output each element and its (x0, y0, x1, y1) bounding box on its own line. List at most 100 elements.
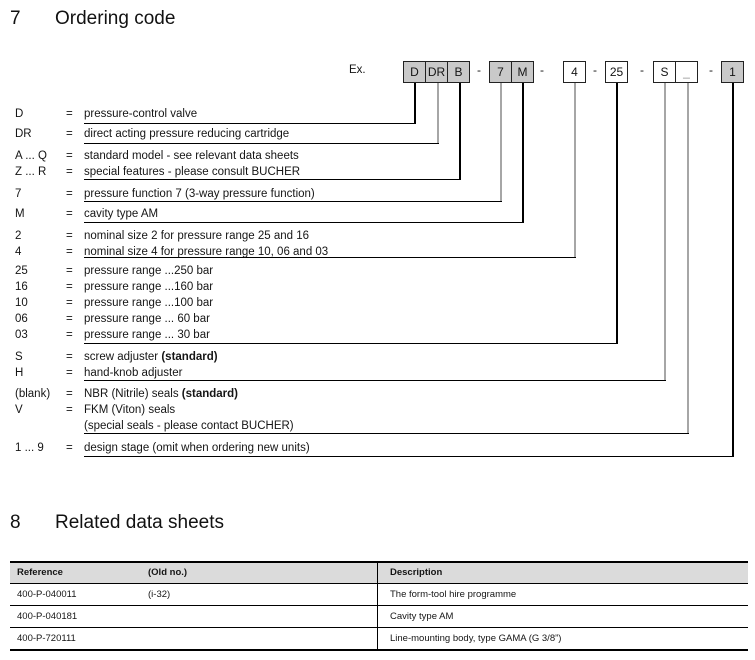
code-description: pressure range ...250 bar (84, 265, 214, 277)
code-box-label: D (410, 65, 419, 79)
code-box: 4 (563, 61, 586, 83)
code-box-label: M (517, 65, 528, 79)
code-box-label: _ (683, 65, 690, 79)
code-label: 4 (15, 246, 22, 258)
connector-vertical-line (414, 83, 416, 124)
code-label: H (15, 367, 24, 379)
code-separator: - (540, 63, 544, 77)
code-label: A ... Q (15, 150, 47, 162)
connector-vertical-line (574, 83, 576, 258)
code-box-label: 1 (729, 65, 736, 79)
code-box: S (653, 61, 676, 83)
code-separator: - (640, 63, 644, 77)
code-box-group: 1 (721, 61, 744, 83)
code-box-label: 4 (571, 65, 578, 79)
connector-vertical-line (500, 83, 502, 202)
code-label: D (15, 108, 24, 120)
equals-sign: = (66, 388, 73, 400)
equals-sign: = (66, 166, 73, 178)
connector-underline (84, 380, 666, 381)
table-row: 400-P-040181 Cavity type AM (10, 605, 748, 627)
code-label: Z ... R (15, 166, 47, 178)
code-label: DR (15, 128, 32, 140)
code-box: D (403, 61, 426, 83)
code-box-label: B (454, 65, 463, 79)
header-cell-description: Description (377, 563, 748, 583)
code-description: design stage (omit when ordering new uni… (84, 442, 310, 454)
equals-sign: = (66, 128, 73, 140)
code-label: 2 (15, 230, 22, 242)
connector-vertical-line (616, 83, 618, 344)
equals-sign: = (66, 108, 73, 120)
section-title: Ordering code (55, 8, 176, 29)
code-box-group: D DR B (403, 61, 470, 83)
connector-underline (84, 123, 416, 124)
code-separator: - (709, 63, 713, 77)
code-label: 16 (15, 281, 28, 293)
code-box: 25 (605, 61, 628, 83)
code-description: pressure range ... 30 bar (84, 329, 210, 341)
code-description: direct acting pressure reducing cartridg… (84, 128, 290, 140)
connector-underline (84, 456, 734, 457)
code-label: 25 (15, 265, 28, 277)
code-description: pressure range ...100 bar (84, 297, 214, 309)
code-label: 7 (15, 188, 22, 200)
connector-vertical-line (732, 83, 734, 457)
code-box-label: 7 (497, 65, 504, 79)
code-box-group: 4 (563, 61, 586, 83)
connector-underline (84, 343, 618, 344)
equals-sign: = (66, 188, 73, 200)
code-description: standard model - see relevant data sheet… (84, 150, 299, 162)
connector-vertical-line (687, 83, 689, 434)
code-description: pressure range ...160 bar (84, 281, 214, 293)
cell-description: Line-mounting body, type GAMA (G 3/8”) (377, 628, 748, 649)
code-box: DR (425, 61, 448, 83)
connector-vertical-line (522, 83, 524, 223)
code-description: pressure range ... 60 bar (84, 313, 210, 325)
equals-sign: = (66, 404, 73, 416)
code-box: M (511, 61, 534, 83)
code-separator: - (593, 63, 597, 77)
section-title: Related data sheets (55, 512, 225, 533)
cell-reference: 400-P-040011 (17, 589, 77, 600)
cell-old-no (148, 606, 377, 627)
code-description: NBR (Nitrile) seals (standard) (84, 388, 238, 400)
connector-underline (84, 143, 439, 144)
cell-description: Cavity type AM (377, 606, 748, 627)
code-box-label: S (660, 65, 669, 79)
connector-underline (84, 222, 524, 223)
code-box-label: DR (427, 65, 446, 79)
code-box: _ (675, 61, 698, 83)
equals-sign: = (66, 367, 73, 379)
code-label: 03 (15, 329, 28, 341)
cell-reference: 400-P-040181 (17, 611, 78, 622)
code-label: 06 (15, 313, 28, 325)
code-description: pressure function 7 (3-way pressure func… (84, 188, 315, 200)
code-box-label: 25 (609, 65, 624, 79)
cell-old-no: (i-32) (148, 589, 171, 600)
code-label: S (15, 351, 23, 363)
equals-sign: = (66, 313, 73, 325)
header-cell-old-no: (Old no.) (148, 567, 188, 578)
code-description: special features - please consult BUCHER (84, 166, 301, 178)
connector-vertical-line (437, 83, 439, 144)
table-row: 400-P-040011(i-32)The form-tool hire pro… (10, 583, 748, 605)
code-label: (blank) (15, 388, 51, 400)
code-description: pressure-control valve (84, 108, 198, 120)
code-description: cavity type AM (84, 208, 159, 220)
code-description: (special seals - please contact BUCHER) (84, 420, 294, 432)
equals-sign: = (66, 351, 73, 363)
connector-underline (84, 179, 461, 180)
connector-underline (84, 433, 689, 434)
equals-sign: = (66, 329, 73, 341)
code-box: 1 (721, 61, 744, 83)
code-box: 7 (489, 61, 512, 83)
connector-vertical-line (459, 83, 461, 180)
code-description: nominal size 4 for pressure range 10, 06… (84, 246, 329, 258)
equals-sign: = (66, 297, 73, 309)
equals-sign: = (66, 281, 73, 293)
equals-sign: = (66, 150, 73, 162)
